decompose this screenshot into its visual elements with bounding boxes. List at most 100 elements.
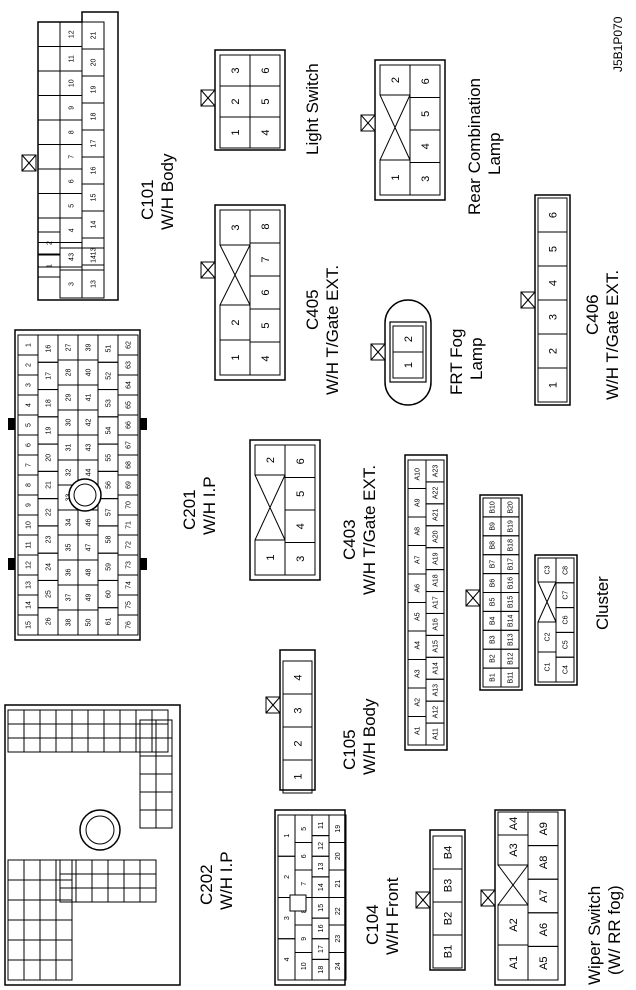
c201-pin-label: 23: [46, 536, 53, 544]
c201-pin-label: 64: [126, 381, 133, 389]
fog-pin-label: 2: [403, 336, 415, 342]
c202-pin-cell: [107, 873, 125, 889]
c406-pin-label: 6: [548, 212, 560, 218]
c202-pin-cell: [75, 859, 93, 875]
a-pin-label: A11: [433, 728, 440, 740]
b-pin-label: B3: [490, 635, 497, 644]
c202-pin-cell: [7, 899, 25, 921]
connector-c202-label: C202: [197, 864, 216, 905]
c104-pin-label: 4: [284, 957, 291, 961]
connector-c104-label: C104: [363, 904, 382, 945]
c101-pin-label: 14: [91, 221, 98, 229]
c202-pin-cell: [59, 873, 77, 889]
c201-pin-label: 18: [46, 399, 53, 407]
cavity-x-mark: [497, 864, 529, 906]
c405-pin-label: 3: [230, 224, 242, 230]
c202-pin-cell: [7, 959, 25, 981]
c101-pin-label: 8: [69, 130, 76, 134]
c201-pin-label: 57: [106, 508, 113, 516]
c202-pin-cell: [7, 709, 25, 725]
b-pin-label: B14: [508, 615, 515, 628]
b-pin-label: B5: [490, 598, 497, 607]
wp-pin-label: A1: [508, 956, 520, 969]
c202-pin-cell: [123, 859, 141, 875]
c201-pin-label: 38: [66, 619, 73, 627]
rear-pin-label: 1: [390, 174, 402, 180]
c202-pin-cell: [91, 887, 109, 903]
b-pin-label: B6: [490, 579, 497, 588]
c104-pin-label: 12: [318, 842, 325, 850]
c101-pin-label: 21: [91, 32, 98, 40]
c202-pin-cell: [139, 887, 157, 903]
c101-pin-label: 2: [47, 241, 54, 245]
c201-pin-label: 13: [26, 581, 33, 589]
c101-pin-label: 18: [91, 113, 98, 121]
b-pin-label: B16: [508, 577, 515, 590]
c202-pin-cell: [139, 719, 157, 739]
connector-c403-sublabel: W/H T/Gate EXT.: [360, 465, 379, 595]
b-pin-label: B12: [508, 652, 515, 665]
c201-pin-label: 9: [26, 503, 33, 507]
c104-pin-label: 9: [301, 937, 308, 941]
c104-pin-cell: [328, 952, 347, 981]
c105-pin-label: 4: [293, 674, 305, 680]
c202-pin-cell: [39, 959, 57, 981]
c202-pin-cell: [151, 709, 169, 725]
c201-pin-label: 55: [106, 454, 113, 462]
c201-pin-label: 44: [86, 469, 93, 477]
c201-pin-label: 62: [126, 341, 133, 349]
light-pin-label: 4: [260, 129, 272, 135]
c202-pin-cell: [23, 709, 41, 725]
frt-fog-sublabel: Lamp: [467, 337, 486, 380]
c104-pin-label: 17: [318, 945, 325, 953]
c101-cell: [37, 217, 61, 243]
c403-pin-label: 4: [295, 523, 307, 529]
c101-cell: [37, 21, 61, 47]
c202-pin-cell: [55, 723, 73, 739]
b-pin-label: B4: [490, 616, 497, 625]
c202-pin-cell: [39, 737, 57, 753]
a-pin-label: A19: [433, 552, 440, 565]
c202-pin-cell: [55, 737, 73, 753]
frt-fog-label: FRT Fog: [447, 329, 466, 395]
c201-pin-label: 41: [86, 394, 93, 402]
fb-pin-label: B1: [443, 945, 455, 958]
c202-pin-cell: [23, 879, 41, 901]
b-pin-label: B18: [508, 539, 515, 552]
connector-b-series: B10B9B8B7B6B5B4B3B2B1B20B19B18B17B16B15B…: [465, 494, 523, 691]
c104-pin-label: 20: [335, 852, 342, 860]
c104-pin-label: 24: [335, 962, 342, 970]
c405-pin-label: 2: [230, 319, 242, 325]
b-pin-label: B20: [508, 501, 515, 514]
c101-cell: [37, 193, 61, 219]
c406-pin-label: 3: [548, 314, 560, 320]
c202-pin-cell: [39, 859, 57, 881]
c201-pin-label: 47: [86, 544, 93, 552]
a-pin-label: A6: [415, 584, 422, 593]
c104-pin-label: 16: [318, 924, 325, 932]
rear-pin-label: 3: [420, 176, 432, 182]
c201-pin-label: 12: [26, 561, 33, 569]
c201-pin-label: 20: [46, 454, 53, 462]
cavity-x-mark: [219, 244, 251, 306]
a-pin-label: A14: [433, 662, 440, 675]
b-pin-label: B8: [490, 541, 497, 550]
c104-pin-label: 3: [284, 916, 291, 920]
a-pin-label: A1: [415, 726, 422, 735]
c202-pin-cell: [7, 879, 25, 901]
b-pin-label: B19: [508, 520, 515, 533]
cl-pin-label: C2: [545, 632, 552, 641]
c104-pin-label: 1: [284, 834, 291, 838]
c101-pin-label: 9: [69, 106, 76, 110]
c202-pin-cell: [39, 939, 57, 961]
fog-pin-label: 1: [403, 362, 415, 368]
c201-pin-label: 4: [26, 403, 33, 407]
c104-pin-label: 18: [318, 966, 325, 974]
c104-pin-label: 13: [318, 863, 325, 871]
c202-pin-cell: [87, 709, 105, 725]
a-pin-label: A3: [415, 669, 422, 678]
c405-pin-label: 4: [260, 355, 272, 361]
b-pin-label: B7: [490, 560, 497, 569]
